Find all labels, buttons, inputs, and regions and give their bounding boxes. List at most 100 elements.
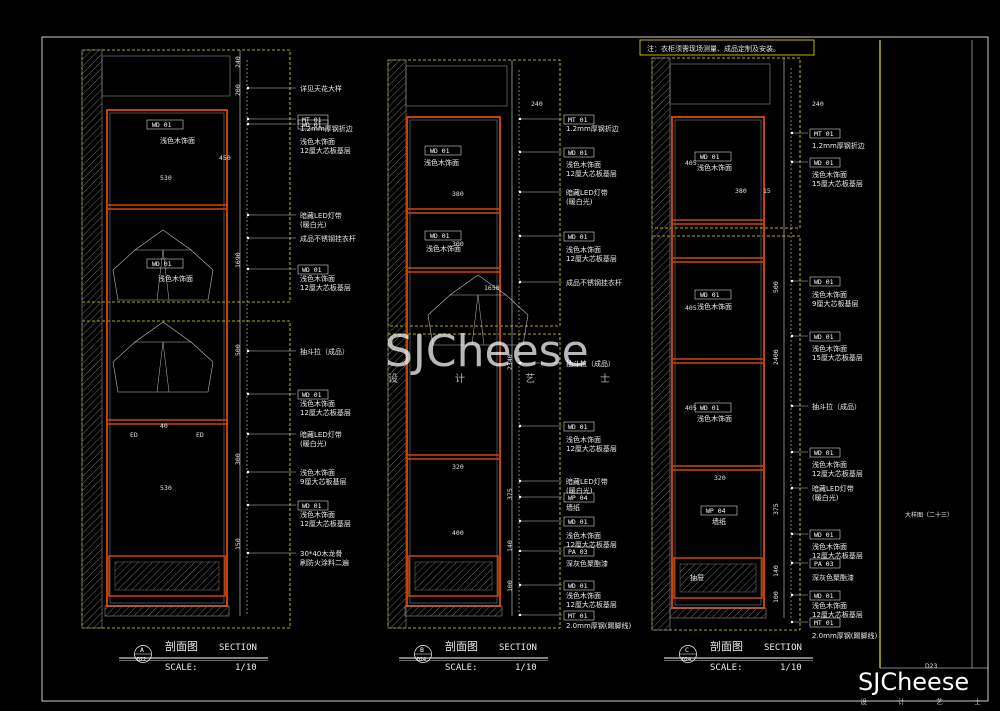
inner-label-6: 浅色木饰面	[697, 414, 732, 423]
scale-value: 1/10	[235, 663, 257, 673]
callout-tag-10: WD 01	[302, 266, 322, 274]
callout-group-5: 抽斗拉（成品）	[790, 402, 861, 411]
ceiling-bulkhead	[101, 55, 231, 97]
corner-watermark: SJCheese	[858, 668, 969, 696]
watermark-sub-3: 艺	[525, 373, 535, 385]
inner-tag-box-3	[146, 258, 184, 269]
callout-tag-box-20	[563, 516, 595, 527]
scale-value: 1/10	[515, 663, 537, 673]
callout-label-12: 抽斗拉（成品）	[566, 359, 615, 368]
shelf-2	[671, 257, 765, 263]
drawer-unit	[108, 555, 226, 597]
callout-tag-box-3	[809, 157, 841, 168]
inner-tag-3: WD 01	[700, 291, 720, 299]
callout-tag-box-28	[563, 610, 595, 621]
drawer-unit	[408, 555, 499, 597]
dimension-10: 100	[506, 580, 514, 592]
callout-label-17: (暖白光)	[566, 486, 593, 495]
shelf-1	[671, 219, 765, 225]
callout-tag-box-3	[563, 147, 595, 158]
dimension-5: 500	[772, 281, 780, 293]
callout-group-7: 抽斗拉（成品）	[246, 347, 349, 356]
dimension-1: 240	[531, 100, 543, 108]
callout-label-16: 暗藏LED灯带	[812, 484, 854, 493]
callout-tag-1: MT 01	[814, 130, 834, 138]
dimension-7: 530	[160, 484, 172, 492]
callout-label-25: 刷防火涂料二遍	[300, 558, 349, 567]
dimension-6: 500	[234, 344, 242, 356]
callout-tag-20: WD 01	[568, 518, 588, 526]
callout-label-12: 12厘大芯板基层	[300, 283, 351, 292]
callout-label-10: 12厘大芯板基层	[566, 254, 617, 263]
dimension-8: 405	[685, 404, 697, 412]
callout-label-25: 12厘大芯板基层	[812, 610, 863, 619]
inner-tag-box-1	[424, 145, 462, 156]
callout-label-18: (暖白光)	[300, 439, 327, 448]
callout-label-5: 15厘大芯板基层	[812, 179, 863, 188]
callout-tag-box-23	[563, 546, 595, 557]
callout-group-11: MT 012.0mm厚钢(踢脚线)	[790, 617, 878, 640]
shelf-3	[406, 454, 501, 460]
callout-label-20: 12厘大芯板基层	[812, 551, 863, 560]
callout-label-3: 1.2mm厚钢折边	[300, 124, 353, 133]
drawer-body	[114, 561, 220, 591]
callout-label-7: 暗藏LED灯带	[300, 211, 342, 220]
callout-label-17: 暗藏LED灯带	[300, 430, 342, 439]
callout-label-10: 浅色木饰面	[812, 344, 847, 353]
callout-tag-23: WD 01	[814, 592, 834, 600]
callout-label-15: 12厘大芯板基层	[566, 444, 617, 453]
side-caption: 大样图（二十三）	[905, 511, 953, 519]
callout-label-27: 12厘大芯板基层	[566, 600, 617, 609]
section-title-cn: 剖面图	[165, 639, 198, 653]
callout-tag-21: PA 03	[814, 560, 834, 568]
inner-tag-box-1	[146, 119, 184, 130]
callout-tag-box-18	[563, 492, 595, 503]
callout-label-17: (暖白光)	[812, 493, 839, 502]
callout-label-4: 浅色木饰面	[812, 170, 847, 179]
skirting	[404, 605, 503, 617]
inner-tag-box-7	[700, 505, 738, 516]
section-bubble-code: D22	[137, 657, 146, 663]
callout-tag-3: WD 01	[814, 159, 834, 167]
section-bubble-code: D24	[682, 657, 691, 663]
inner-tag-1: WD 01	[152, 121, 172, 129]
inner-tag-1: WD 01	[700, 153, 720, 161]
callout-label-29: 2.0mm厚钢(踢脚线)	[566, 621, 632, 630]
callout-tag-28: MT 01	[568, 612, 588, 620]
section-title-cn: 剖面图	[445, 639, 478, 653]
callout-label-15: 浅色木饰面	[300, 399, 335, 408]
dimension-4: 15	[763, 187, 771, 195]
callout-label-16: 12厘大芯板基层	[300, 408, 351, 417]
inner-tag-3: WD 01	[430, 232, 450, 240]
callout-label-24: 30*40木龙骨	[300, 549, 342, 558]
callout-tag-13: WD 01	[814, 449, 834, 457]
callout-label-11: 浅色木饰面	[300, 274, 335, 283]
dimension-2: 380	[452, 190, 464, 198]
dimension-3: 380	[735, 187, 747, 195]
inner-label-2: 浅色木饰面	[160, 136, 195, 145]
inner-tag-box-1	[694, 151, 732, 162]
dimension-5: 1690	[234, 252, 242, 268]
callout-tag-23: PA 03	[568, 548, 588, 556]
top-note-box	[639, 39, 815, 56]
dimension-7: 2400	[772, 349, 780, 365]
callout-tag-box-18	[809, 529, 841, 540]
skirting	[669, 607, 767, 619]
callout-label-22: 浅色木饰面	[300, 510, 335, 519]
callout-label-16: 暗藏LED灯带	[566, 477, 608, 486]
callout-label-9: 浅色木饰面	[566, 245, 601, 254]
